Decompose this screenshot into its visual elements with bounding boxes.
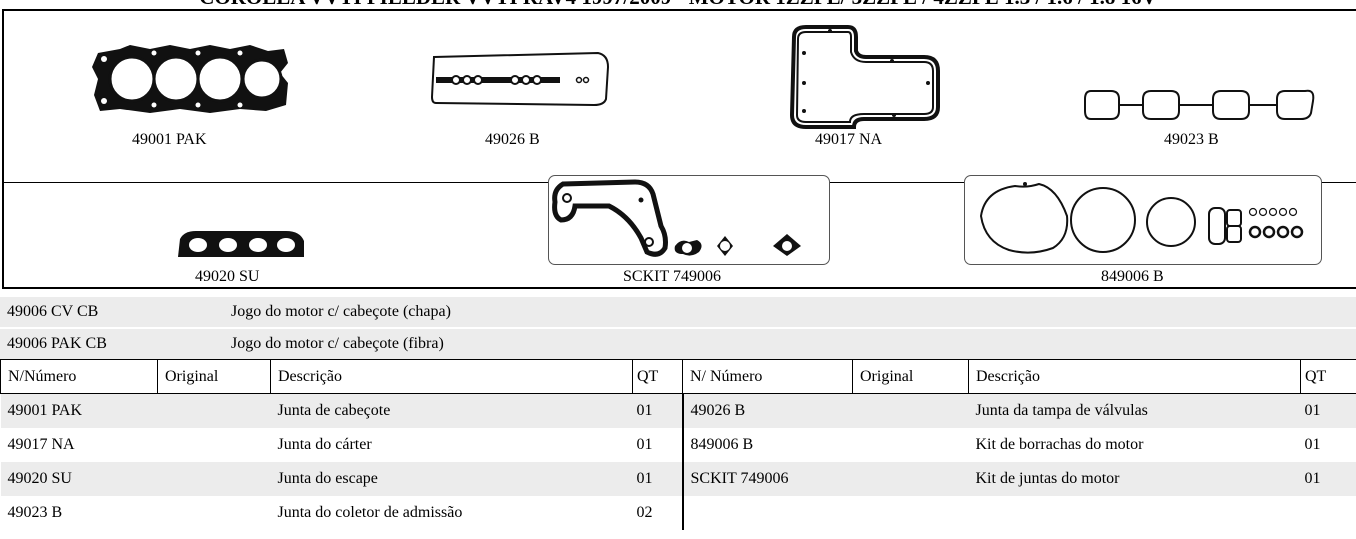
parts-table: N/Número Original Descrição QT N/ Número…: [0, 359, 1356, 530]
description-cell: Junta do coletor de admissão: [270, 495, 633, 530]
column-header: Original: [157, 359, 271, 394]
valve-cover-gasket-icon: [430, 49, 612, 109]
part-number-cell: SCKIT 749006: [681, 461, 853, 496]
kit-description: Jogo do motor c/ cabeçote (fibra): [231, 335, 444, 352]
part-code-label: 49023 B: [1164, 131, 1219, 148]
part-code-label: 49026 B: [485, 131, 540, 148]
table-row: 49017 NA Junta do cárter 01 849006 B Kit…: [0, 427, 1356, 462]
quantity-cell: 01: [632, 393, 683, 428]
column-header: Original: [852, 359, 969, 394]
quantity-cell: 01: [632, 461, 683, 496]
kit-code: 49006 PAK CB: [7, 335, 107, 352]
column-header: Descrição: [968, 359, 1301, 394]
part-code-label: 49001 PAK: [132, 131, 207, 148]
part-code-label: 849006 B: [1101, 268, 1164, 285]
original-cell: [852, 393, 969, 428]
kit-description: Jogo do motor c/ cabeçote (chapa): [231, 303, 451, 320]
column-header: N/ Número: [682, 359, 853, 394]
column-header: QT: [1300, 359, 1356, 394]
description-cell: Junta do cárter: [270, 427, 633, 462]
description-cell: Kit de juntas do motor: [968, 461, 1301, 496]
page-title: COROLLA VVTI FIELDER VVTI RAV4 1997/2009…: [0, 0, 1356, 8]
table-header-row: N/Número Original Descrição QT N/ Número…: [0, 359, 1356, 394]
part-number-cell: 849006 B: [681, 427, 853, 462]
cylinder-head-gasket-icon: [90, 43, 294, 115]
kit-row: 49006 CV CB Jogo do motor c/ cabeçote (c…: [0, 297, 1356, 329]
rubber-seal-kit-icon: [964, 175, 1322, 265]
description-cell: Junta da tampa de válvulas: [968, 393, 1301, 428]
quantity-cell: 01: [632, 427, 683, 462]
engine-gasket-kit-icon: [548, 175, 830, 265]
part-number-cell: 49017 NA: [0, 427, 158, 462]
part-code-label: 49017 NA: [815, 131, 883, 148]
oil-pan-gasket-icon: [784, 23, 948, 129]
description-cell: [968, 495, 1301, 530]
part-number-cell: 49023 B: [0, 495, 158, 530]
intake-manifold-gasket-icon: [1083, 87, 1319, 123]
quantity-cell: 02: [632, 495, 683, 530]
part-number-cell: 49026 B: [681, 393, 853, 428]
part-number-cell: [681, 495, 853, 530]
description-cell: Junta de cabeçote: [270, 393, 633, 428]
column-header: N/Número: [0, 359, 158, 394]
quantity-cell: 01: [1300, 461, 1356, 496]
original-cell: [157, 495, 271, 530]
description-cell: Kit de borrachas do motor: [968, 427, 1301, 462]
part-code-label: 49020 SU: [195, 268, 260, 285]
quantity-cell: [1300, 495, 1356, 530]
original-cell: [157, 393, 271, 428]
original-cell: [852, 495, 969, 530]
original-cell: [852, 427, 969, 462]
part-number-cell: 49020 SU: [0, 461, 158, 496]
exhaust-gasket-icon: [174, 227, 308, 259]
kit-row: 49006 PAK CB Jogo do motor c/ cabeçote (…: [0, 329, 1356, 361]
quantity-cell: 01: [1300, 427, 1356, 462]
kit-code: 49006 CV CB: [7, 303, 99, 320]
column-header: Descrição: [270, 359, 633, 394]
original-cell: [157, 427, 271, 462]
quantity-cell: 01: [1300, 393, 1356, 428]
part-code-label: SCKIT 749006: [623, 268, 721, 285]
column-header: QT: [632, 359, 683, 394]
part-number-cell: 49001 PAK: [0, 393, 158, 428]
original-cell: [157, 461, 271, 496]
table-row: 49001 PAK Junta de cabeçote 01 49026 B J…: [0, 393, 1356, 428]
parts-figure-panel: 49001 PAK 49026 B 49017 NA: [2, 9, 1356, 289]
table-row: 49020 SU Junta do escape 01 SCKIT 749006…: [0, 461, 1356, 496]
table-row: 49023 B Junta do coletor de admissão 02: [0, 495, 1356, 530]
original-cell: [852, 461, 969, 496]
description-cell: Junta do escape: [270, 461, 633, 496]
